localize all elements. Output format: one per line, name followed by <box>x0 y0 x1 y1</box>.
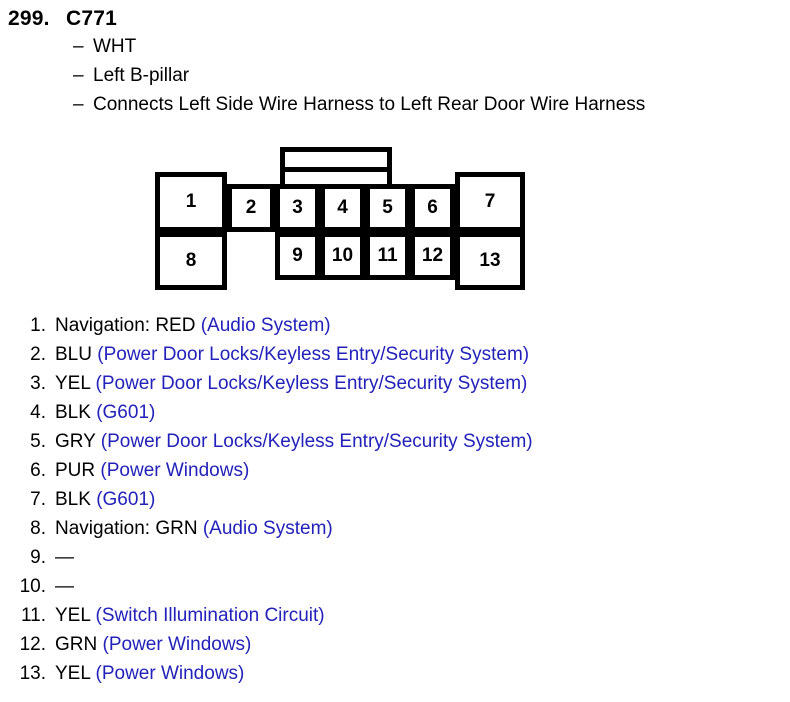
connector-cell-pin-10: 10 <box>320 232 365 280</box>
connector-detail-line: –Left B-pillar <box>8 61 786 90</box>
pin-system-link[interactable]: (Audio System) <box>200 315 331 336</box>
pin-number: 1. <box>30 315 46 336</box>
connector-cell-pin-12: 12 <box>410 232 455 280</box>
pin-description: BLK (G601) <box>55 398 778 427</box>
connector-locking-tab-icon <box>280 147 392 184</box>
pin-wire-color: — <box>55 576 74 597</box>
pin-description: — <box>55 572 778 601</box>
connector-cell-pin-7: 7 <box>455 172 525 232</box>
pin-row: 3. YEL (Power Door Locks/Keyless Entry/Se… <box>8 369 778 398</box>
pin-system-link[interactable]: (Audio System) <box>202 518 333 539</box>
pin-wire-color: GRY <box>55 431 96 452</box>
pin-number: 3. <box>30 373 46 394</box>
connector-header: 299. C771 –WHT–Left B-pillar–Connects Le… <box>8 6 786 119</box>
pin-number: 12. <box>19 634 46 655</box>
detail-dash-icon: – <box>73 65 84 86</box>
connector-cell-pin-2: 2 <box>227 184 275 232</box>
pin-wire-color: BLU <box>55 344 92 365</box>
pin-row: 9. — <box>8 543 778 572</box>
pin-number: 5. <box>30 431 46 452</box>
pin-wire-color: YEL <box>55 373 91 394</box>
pin-row: 6. PUR (Power Windows) <box>8 456 778 485</box>
pin-system-link[interactable]: (Power Windows) <box>100 460 250 481</box>
detail-dash-icon: – <box>73 36 84 57</box>
pin-wire-color: BLK <box>55 489 91 510</box>
pin-row: 5. GRY (Power Door Locks/Keyless Entry/Se… <box>8 427 778 456</box>
pin-description: YEL (Power Windows) <box>55 659 778 688</box>
pin-number: 2. <box>30 344 46 365</box>
pin-wire-color: — <box>55 547 74 568</box>
pin-number: 8. <box>30 518 46 539</box>
pin-row: 7. BLK (G601) <box>8 485 778 514</box>
pin-description: YEL (Power Door Locks/Keyless Entry/Secu… <box>55 369 778 398</box>
detail-dash-icon: – <box>73 94 84 115</box>
pin-number: 11. <box>20 605 46 626</box>
pin-number: 7. <box>30 489 46 510</box>
pin-number: 13. <box>19 663 46 684</box>
pin-system-link[interactable]: (Power Door Locks/Keyless Entry/Security… <box>95 373 528 394</box>
connector-cell-pin-5: 5 <box>365 184 410 232</box>
connector-detail-line: –WHT <box>8 32 786 61</box>
pin-system-link[interactable]: (Power Door Locks/Keyless Entry/Security… <box>97 344 530 365</box>
pin-description: PUR (Power Windows) <box>55 456 778 485</box>
pin-row: 12. GRN (Power Windows) <box>8 630 778 659</box>
pin-row: 11. YEL (Switch Illumination Circuit) <box>8 601 778 630</box>
pin-row: 4. BLK (G601) <box>8 398 778 427</box>
pin-system-link[interactable]: (Power Windows) <box>95 663 245 684</box>
connector-cell-pin-13: 13 <box>455 232 525 290</box>
pin-wire-color: GRN <box>55 634 98 655</box>
pin-description: GRN (Power Windows) <box>55 630 778 659</box>
pin-number: 4. <box>30 402 46 423</box>
connector-code: C771 <box>66 7 118 30</box>
pin-row: 13. YEL (Power Windows) <box>8 659 778 688</box>
pin-wire-color: BLK <box>55 402 91 423</box>
connector-cell-pin-1: 1 <box>155 172 227 232</box>
pin-wire-color: Navigation: RED <box>55 315 196 336</box>
connector-cell-pin-9: 9 <box>275 232 320 280</box>
pin-wire-color: PUR <box>55 460 96 481</box>
pin-system-link[interactable]: (Switch Illumination Circuit) <box>95 605 325 626</box>
pin-wire-color: YEL <box>55 605 91 626</box>
connector-cell-pin-4: 4 <box>320 184 365 232</box>
connector-cell-pin-8: 8 <box>155 232 227 290</box>
pin-row: 8. Navigation: GRN (Audio System) <box>8 514 778 543</box>
pin-number: 10. <box>19 576 46 597</box>
detail-text: Left B-pillar <box>93 65 190 86</box>
connector-cell-pin-3: 3 <box>275 184 320 232</box>
pin-description: Navigation: GRN (Audio System) <box>55 514 778 543</box>
pin-description: Navigation: RED (Audio System) <box>55 311 778 340</box>
pin-assignment-list: 1. Navigation: RED (Audio System) 2. BLU (P… <box>8 311 778 688</box>
connector-detail-line: –Connects Left Side Wire Harness to Left… <box>8 90 786 119</box>
connector-cell-pin-11: 11 <box>365 232 410 280</box>
pin-description: — <box>55 543 778 572</box>
pin-wire-color: Navigation: GRN <box>55 518 198 539</box>
pin-row: 1. Navigation: RED (Audio System) <box>8 311 778 340</box>
connector-index-number: 299. <box>8 7 50 30</box>
pin-system-link[interactable]: (Power Windows) <box>102 634 252 655</box>
pin-number: 6. <box>30 460 46 481</box>
pin-system-link[interactable]: (Power Door Locks/Keyless Entry/Security… <box>100 431 533 452</box>
detail-text: Connects Left Side Wire Harness to Left … <box>93 94 646 115</box>
connector-locking-tab-line <box>285 167 387 172</box>
pin-row: 10. — <box>8 572 778 601</box>
pin-system-link[interactable]: (G601) <box>96 489 156 510</box>
pin-description: BLU (Power Door Locks/Keyless Entry/Secu… <box>55 340 778 369</box>
pin-description: BLK (G601) <box>55 485 778 514</box>
page-title: 299. C771 <box>8 6 786 32</box>
pin-row: 2. BLU (Power Door Locks/Keyless Entry/Se… <box>8 340 778 369</box>
pin-system-link[interactable]: (G601) <box>96 402 156 423</box>
pin-number: 9. <box>30 547 46 568</box>
detail-text: WHT <box>93 36 137 57</box>
connector-cell-pin-6: 6 <box>410 184 455 232</box>
pin-description: GRY (Power Door Locks/Keyless Entry/Secu… <box>55 427 778 456</box>
connector-detail-list: –WHT–Left B-pillar–Connects Left Side Wi… <box>8 32 786 119</box>
pin-wire-color: YEL <box>55 663 91 684</box>
pin-description: YEL (Switch Illumination Circuit) <box>55 601 778 630</box>
